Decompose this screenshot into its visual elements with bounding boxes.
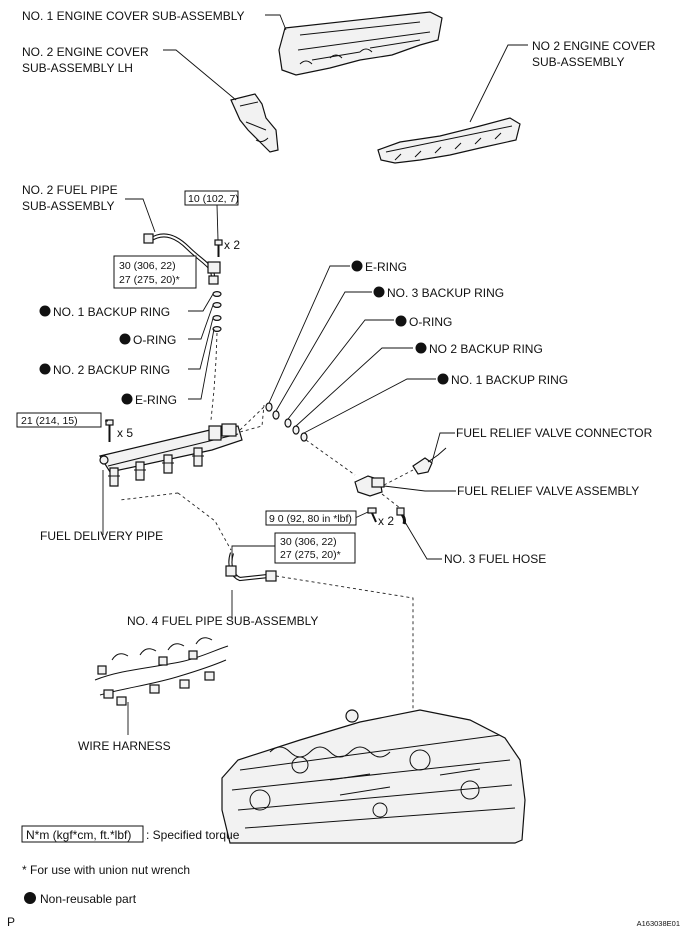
- nonreusable-dot: [373, 286, 385, 298]
- torque-30a-l2: 27 (275, 20)*: [119, 274, 180, 286]
- label-fuelpipe4: NO. 4 FUEL PIPE SUB-ASSEMBLY: [127, 614, 318, 628]
- leader-cover2: [469, 44, 528, 123]
- torque-21-text: 21 (214, 15): [21, 415, 78, 427]
- label-backup1-left: NO. 1 BACKUP RING: [53, 305, 170, 319]
- nonreusable-dot: [351, 260, 363, 272]
- torque-10-text: 10 (102, 7): [188, 193, 239, 205]
- nonreusable-dot: [39, 305, 51, 317]
- no4-fuel-pipe: [225, 552, 277, 582]
- label-ering-left: E-RING: [135, 393, 177, 407]
- torque-30b-l2: 27 (275, 20)*: [280, 549, 341, 561]
- fuel-rings-right: [265, 402, 308, 442]
- nonreusable-dot: [415, 342, 427, 354]
- label-wire-harness: WIRE HARNESS: [78, 739, 171, 753]
- fuel-delivery-pipe: [99, 423, 243, 487]
- fuel-pipe-rings-left: [212, 291, 222, 333]
- label-fuel-hose3: NO. 3 FUEL HOSE: [444, 552, 546, 566]
- engine-block: [221, 709, 526, 844]
- no2-engine-cover-lh: [230, 93, 279, 153]
- label-cover2lh-l1: NO. 2 ENGINE COVER: [22, 45, 149, 59]
- label-oring-right: O-RING: [409, 315, 452, 329]
- label-cover2-l2: SUB-ASSEMBLY: [532, 55, 624, 69]
- label-cover2-l1: NO 2 ENGINE COVER: [532, 39, 656, 53]
- label-ering-right: E-RING: [365, 260, 407, 274]
- legend-union-note: * For use with union nut wrench: [22, 863, 190, 877]
- nonreusable-dot: [39, 363, 51, 375]
- label-fuelpipe2-l2: SUB-ASSEMBLY: [22, 199, 114, 213]
- qty-x5: x 5: [117, 426, 133, 440]
- legend-torque-box: [21, 825, 144, 843]
- leader-fuelpipe2: [125, 198, 156, 233]
- nonreusable-dot: [119, 333, 131, 345]
- torque-30a-l1: 30 (306, 22): [119, 260, 176, 272]
- label-cover1: NO. 1 ENGINE COVER SUB-ASSEMBLY: [22, 9, 245, 23]
- footer-page-code: P: [7, 915, 15, 929]
- no1-engine-cover: [278, 11, 443, 76]
- legend-torque-desc: : Specified torque: [146, 828, 240, 842]
- qty-x2-relief: x 2: [378, 514, 394, 528]
- no2-fuel-pipe: [143, 233, 221, 285]
- label-relief-connector: FUEL RELIEF VALVE CONNECTOR: [456, 426, 653, 440]
- bolt-top: [214, 239, 223, 257]
- torque-30b-l1: 30 (306, 22): [280, 536, 337, 548]
- nonreusable-dot: [437, 373, 449, 385]
- torque-box-30a: [113, 255, 197, 289]
- label-backup1-right: NO. 1 BACKUP RING: [451, 373, 568, 387]
- bolt-relief: [367, 507, 377, 523]
- label-backup2-right: NO 2 BACKUP RING: [429, 342, 543, 356]
- bolt-delivery: [105, 419, 114, 442]
- leader-cover2lh: [163, 49, 237, 101]
- label-backup3-right: NO. 3 BACKUP RING: [387, 286, 504, 300]
- nonreusable-dot: [395, 315, 407, 327]
- leader-cover1: [265, 14, 287, 31]
- label-oring-left: O-RING: [133, 333, 176, 347]
- legend-nonreusable: Non-reusable part: [40, 892, 137, 906]
- fuel-relief-valve-assembly: [354, 475, 385, 497]
- legend-torque-units: N*m (kgf*cm, ft.*lbf): [26, 828, 131, 842]
- label-delivery-pipe: FUEL DELIVERY PIPE: [40, 529, 163, 543]
- label-fuelpipe2-l1: NO. 2 FUEL PIPE: [22, 183, 118, 197]
- footer-figure-id: A163038E01: [637, 919, 680, 928]
- fuel-relief-valve-connector: [412, 447, 447, 475]
- label-relief-assembly: FUEL RELIEF VALVE ASSEMBLY: [457, 484, 639, 498]
- label-backup2-left: NO. 2 BACKUP RING: [53, 363, 170, 377]
- nonreusable-dot: [121, 393, 133, 405]
- torque-box-21: [16, 412, 102, 428]
- wire-harness: [94, 637, 229, 706]
- label-cover2lh-l2: SUB-ASSEMBLY LH: [22, 61, 133, 75]
- legend-nonreusable-dot: [24, 892, 36, 904]
- qty-x2-top: x 2: [224, 238, 240, 252]
- torque-box-30b: [274, 532, 356, 564]
- no3-fuel-hose: [396, 507, 406, 525]
- torque-90-text: 9 0 (92, 80 in *lbf): [269, 513, 352, 525]
- torque-box-10: [184, 190, 239, 206]
- no2-engine-cover: [377, 117, 521, 164]
- torque-box-90: [265, 510, 357, 526]
